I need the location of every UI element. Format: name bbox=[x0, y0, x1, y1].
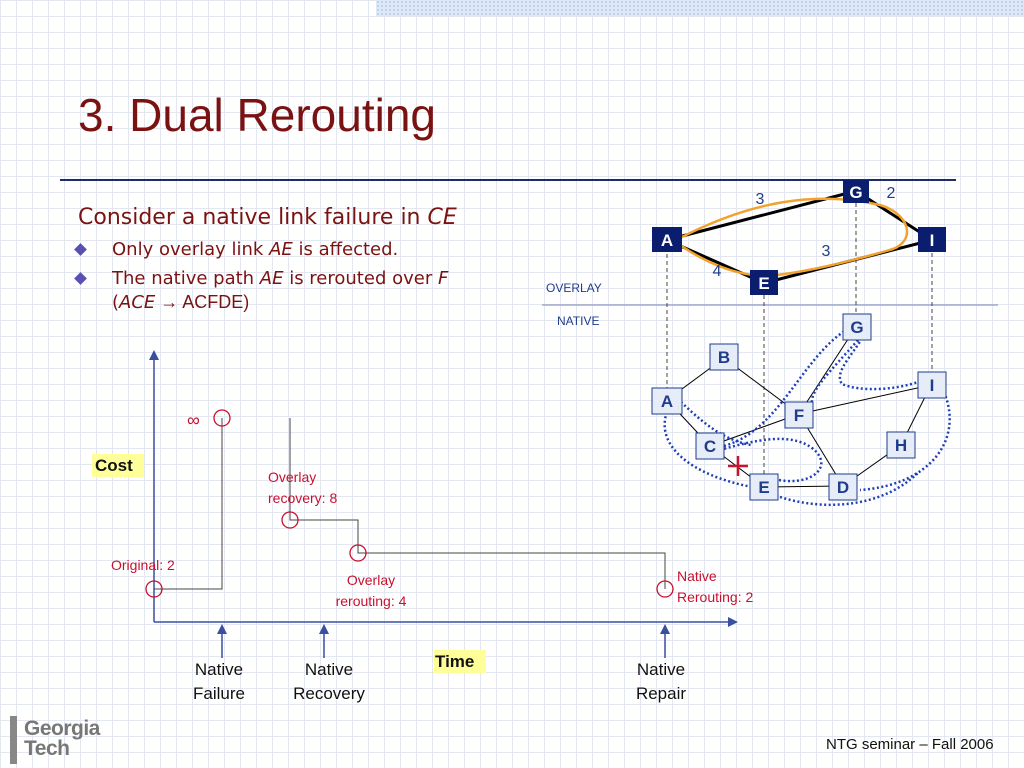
native-node-a: A bbox=[651, 387, 683, 415]
time-label-highlight bbox=[434, 650, 486, 673]
svg-text:A: A bbox=[661, 392, 673, 411]
bullet-2-link: AE bbox=[259, 268, 284, 289]
native-layer-label: NATIVE bbox=[557, 314, 599, 328]
native-rerouting-label-2: Rerouting: 2 bbox=[677, 589, 753, 605]
native-repair-label-1: Native bbox=[637, 660, 685, 679]
native-failure-label-2: Failure bbox=[193, 684, 245, 703]
native-dotted-paths bbox=[663, 321, 951, 507]
overlay-layer-label: OVERLAY bbox=[546, 281, 602, 295]
footer-text: NTG seminar – Fall 2006 bbox=[826, 736, 994, 753]
svg-text:I: I bbox=[930, 231, 935, 250]
native-repair-label-2: Repair bbox=[636, 684, 686, 703]
slide-heading: Consider a native link failure in CE bbox=[78, 205, 457, 230]
rerouted-overlay-path bbox=[678, 197, 909, 278]
time-axis-label: Time bbox=[435, 652, 474, 671]
native-recovery-label-2: Recovery bbox=[293, 684, 365, 703]
bullet-2-path: (ACE → ACFDE) bbox=[112, 292, 249, 313]
overlay-rerouting-label-1: Overlay bbox=[347, 572, 395, 588]
svg-text:B: B bbox=[718, 348, 730, 367]
weight-e-i: 3 bbox=[822, 243, 831, 260]
native-node-f: F bbox=[784, 401, 814, 429]
weight-a-e: 4 bbox=[713, 263, 722, 280]
native-node-i: I bbox=[917, 371, 947, 399]
bullet-1-text: Only overlay link bbox=[112, 239, 270, 260]
native-node-g: G bbox=[842, 313, 872, 341]
timeline-axes bbox=[149, 350, 738, 627]
bullet-1-link: AE bbox=[269, 239, 293, 260]
svg-text:A: A bbox=[661, 231, 673, 250]
overlay-node-e: E bbox=[750, 270, 778, 295]
svg-text:C: C bbox=[704, 437, 716, 456]
overlay-node-a: A bbox=[652, 227, 682, 252]
bullet-2-text-mid: is rerouted over bbox=[283, 268, 438, 289]
bullet-item-1: Only overlay link AE is affected. bbox=[112, 239, 398, 260]
svg-text:F: F bbox=[794, 406, 804, 425]
path-open-paren: ( bbox=[112, 292, 120, 313]
overlay-node-g: G bbox=[843, 180, 869, 203]
native-node-h: H bbox=[886, 431, 916, 459]
svg-text:G: G bbox=[849, 183, 862, 202]
bullet-item-2: The native path AE is rerouted over F bbox=[112, 268, 448, 289]
svg-text:G: G bbox=[850, 318, 863, 337]
logo-line-1: Georgia bbox=[24, 717, 100, 740]
heading-text: Consider a native link failure in bbox=[78, 205, 428, 230]
cost-axis-label: Cost bbox=[95, 456, 133, 475]
overlay-links bbox=[666, 189, 933, 285]
projection-lines bbox=[666, 203, 933, 474]
path-rerouted: → ACFDE) bbox=[155, 292, 250, 312]
native-node-b: B bbox=[709, 343, 739, 371]
svg-text:E: E bbox=[758, 478, 769, 497]
svg-text:I: I bbox=[930, 376, 935, 395]
svg-text:D: D bbox=[837, 478, 849, 497]
infinity-label: ∞ bbox=[187, 410, 200, 430]
native-rerouting-label-1: Native bbox=[677, 568, 717, 584]
native-recovery-label-1: Native bbox=[305, 660, 353, 679]
svg-text:H: H bbox=[895, 436, 907, 455]
logo-line-2: Tech bbox=[24, 737, 70, 760]
svg-text:E: E bbox=[758, 274, 769, 293]
logo-mark bbox=[10, 716, 17, 764]
overlay-recovery-label-2: recovery: 8 bbox=[268, 490, 337, 506]
native-node-d: D bbox=[828, 473, 858, 501]
path-original: ACE bbox=[119, 292, 156, 313]
weight-g-i: 2 bbox=[887, 185, 896, 202]
native-node-e: E bbox=[749, 473, 779, 501]
heading-link-name: CE bbox=[427, 205, 457, 230]
bullet-2-text: The native path bbox=[112, 268, 260, 289]
title-divider bbox=[60, 179, 956, 181]
cost-markers bbox=[145, 409, 674, 598]
weight-a-g: 3 bbox=[756, 191, 765, 208]
native-failure-label-1: Native bbox=[195, 660, 243, 679]
original-cost-label: Original: 2 bbox=[111, 557, 175, 573]
overlay-recovery-label-1: Overlay bbox=[268, 469, 316, 485]
cost-curve bbox=[154, 418, 666, 590]
bullet-2-node: F bbox=[437, 268, 449, 289]
slide-title: 3. Dual Rerouting bbox=[78, 89, 436, 141]
bullet-1-text-end: is affected. bbox=[292, 239, 399, 260]
top-decorative-bar bbox=[376, 0, 1024, 16]
cost-label-highlight bbox=[92, 454, 144, 477]
overlay-node-i: I bbox=[918, 227, 946, 252]
overlay-rerouting-label-2: rerouting: 4 bbox=[336, 593, 407, 609]
native-node-c: C bbox=[695, 432, 725, 460]
event-arrows bbox=[217, 624, 670, 658]
link-failure-mark bbox=[728, 456, 748, 476]
